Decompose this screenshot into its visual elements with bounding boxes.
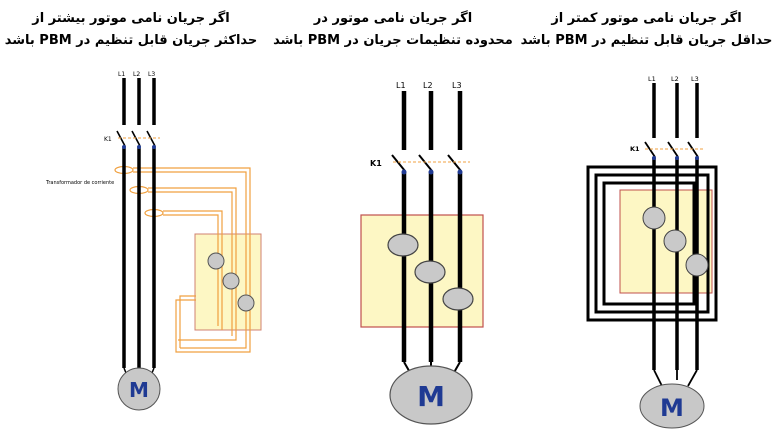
- panel-2-k1-label: K1: [370, 159, 382, 168]
- panel-2-terminals: [401, 169, 463, 175]
- panel-1-title-line1: اگر جریان نامی موتور بیشتر از: [32, 11, 230, 26]
- panel-3-title: اگر جریان نامی موتور کمتر از حداقل جریان…: [520, 8, 773, 52]
- panel-2-k1-contacts: [391, 154, 462, 172]
- panel-2-relay-sensors: [387, 233, 474, 311]
- panel-3-wound-loops: [586, 165, 718, 322]
- panel-1-motor-label: M: [129, 378, 149, 402]
- panel-3-motor-label: M: [660, 394, 684, 422]
- panel-2-phase-lines: [401, 91, 463, 362]
- panel-2-line-l1: L1: [396, 81, 406, 90]
- panel-2-diagram: M L1 L2 L3 K1: [360, 81, 484, 425]
- panel-1-phase-lines: [122, 78, 156, 368]
- panel-3-line-l3: L3: [691, 75, 699, 83]
- panel-1-line-l1: L1: [118, 71, 125, 78]
- panel-1-title: اگر جریان نامی موتور بیشتر از حداکثر جری…: [0, 8, 262, 52]
- panel-2-motor: [389, 365, 473, 425]
- panel-3-title-line1: اگر جریان نامی موتور کمتر از: [551, 11, 742, 26]
- panel-2-title-line2: محدوده تنظیمات جریان در PBM باشد: [273, 33, 513, 48]
- panel-3-line-l1: L1: [648, 75, 656, 83]
- panel-1-line-l2: L2: [133, 71, 140, 78]
- panel-2-motor-label: M: [417, 380, 445, 413]
- panel-3-line-l2: L2: [671, 75, 679, 83]
- panel-3-motor: [639, 383, 705, 429]
- panel-1-title-line2: حداکثر جریان قابل تنظیم در PBM باشد: [4, 33, 258, 48]
- panel-3-k1-label: K1: [630, 145, 640, 153]
- panel-2-title: اگر جریان نامی موتور در محدوده تنظیمات ج…: [262, 8, 524, 52]
- panel-2-line-l3: L3: [452, 81, 462, 90]
- panel-1-k1-label: K1: [104, 136, 112, 143]
- panel-1-terminals: [122, 145, 156, 149]
- panel-2-title-line1: اگر جریان نامی موتور در: [313, 11, 473, 26]
- panel-1-relay-sensors: [207, 252, 255, 312]
- panel-1-motor: [117, 367, 161, 411]
- panel-3-diagram: M L1 L2 L3 K1: [586, 75, 718, 429]
- panel-3-relay-sensors: [642, 206, 709, 277]
- panel-3-terminals: [652, 156, 699, 160]
- panel-1-diagram: M L1 L2 L3 K1 Transformador de corriente: [45, 71, 262, 411]
- panel-1-ct-label: Transformador de corriente: [45, 180, 114, 186]
- panel-1-line-l3: L3: [148, 71, 155, 78]
- panel-3-title-line2: حداقل جریان قابل تنظیم در PBM باشد: [520, 33, 773, 48]
- panel-2-line-l2: L2: [423, 81, 433, 90]
